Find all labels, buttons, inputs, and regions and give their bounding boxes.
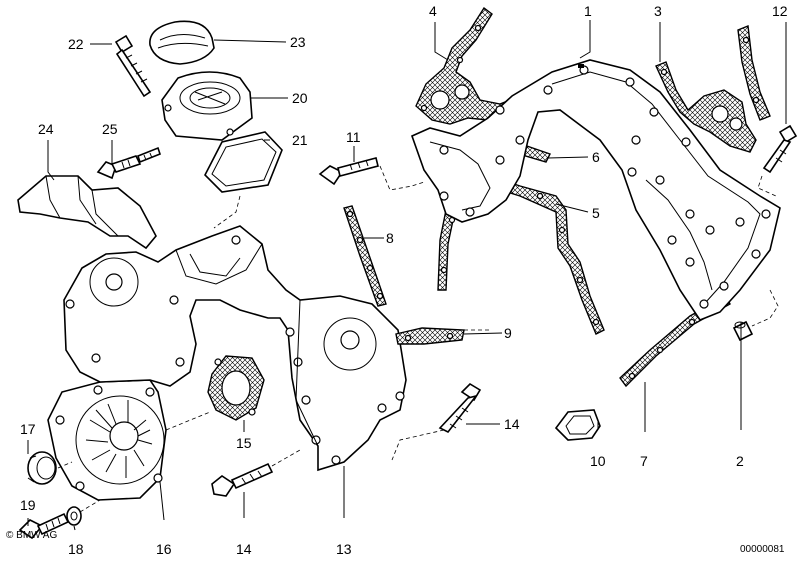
part-10-gasket [554,409,601,441]
part-15-gasket [207,355,265,421]
callout-7: 7 [640,453,648,469]
callout-1: 1 [584,3,592,19]
callout-21: 21 [292,132,308,148]
assembly-lines [57,165,779,513]
part-14-bolt-lower [211,462,274,497]
callout-24: 24 [38,121,54,137]
callout-15: 15 [236,435,252,451]
part-2-dowel [732,320,754,342]
callout-4: 4 [429,3,437,19]
callout-12: 12 [772,3,788,19]
callout-20: 20 [292,90,308,106]
part-11-bolt [318,157,379,186]
part-13-timing-cover [63,225,407,472]
part-20-housing [161,71,253,141]
part-21-gasket [204,131,283,193]
part-18-washer [66,506,82,526]
part-14-bolt-upper [438,382,482,434]
callout-18: 18 [68,541,84,557]
part-3-gasket [655,25,771,153]
callout-16: 16 [156,541,172,557]
callout-6: 6 [592,149,600,165]
image-number: 00000081 [740,544,785,555]
part-8-gasket [343,205,387,307]
callout-14-upper: 14 [504,416,520,432]
callout-2: 2 [736,453,744,469]
callout-11: 11 [346,129,361,145]
part-25-sensor [96,146,161,180]
part-19-bolt [18,512,70,540]
part-17-seal [27,451,57,485]
callout-14-lower: 14 [236,541,252,557]
leader-lines [27,20,787,531]
callout-labels: 1 2 3 4 5 6 7 8 9 10 11 12 13 14 14 15 1… [20,3,788,557]
callout-10: 10 [590,453,606,469]
callout-19: 19 [20,497,36,513]
callout-8: 8 [386,230,394,246]
callout-13: 13 [336,541,352,557]
callout-25: 25 [102,121,118,137]
part-12-bolt [762,124,798,174]
callout-17: 17 [20,421,36,437]
copyright-text: © BMW AG [6,530,57,541]
part-23-filler-cap [149,20,215,65]
callout-3: 3 [654,3,662,19]
part-1-timing-case [410,59,781,321]
part-22-bolt [114,34,152,98]
callout-22: 22 [68,36,84,52]
part-16-front-cover [47,379,167,501]
callout-23: 23 [290,34,306,50]
callout-9: 9 [504,325,512,341]
part-24-bracket [17,175,157,250]
callout-5: 5 [592,205,600,221]
part-9-gasket [395,327,465,345]
